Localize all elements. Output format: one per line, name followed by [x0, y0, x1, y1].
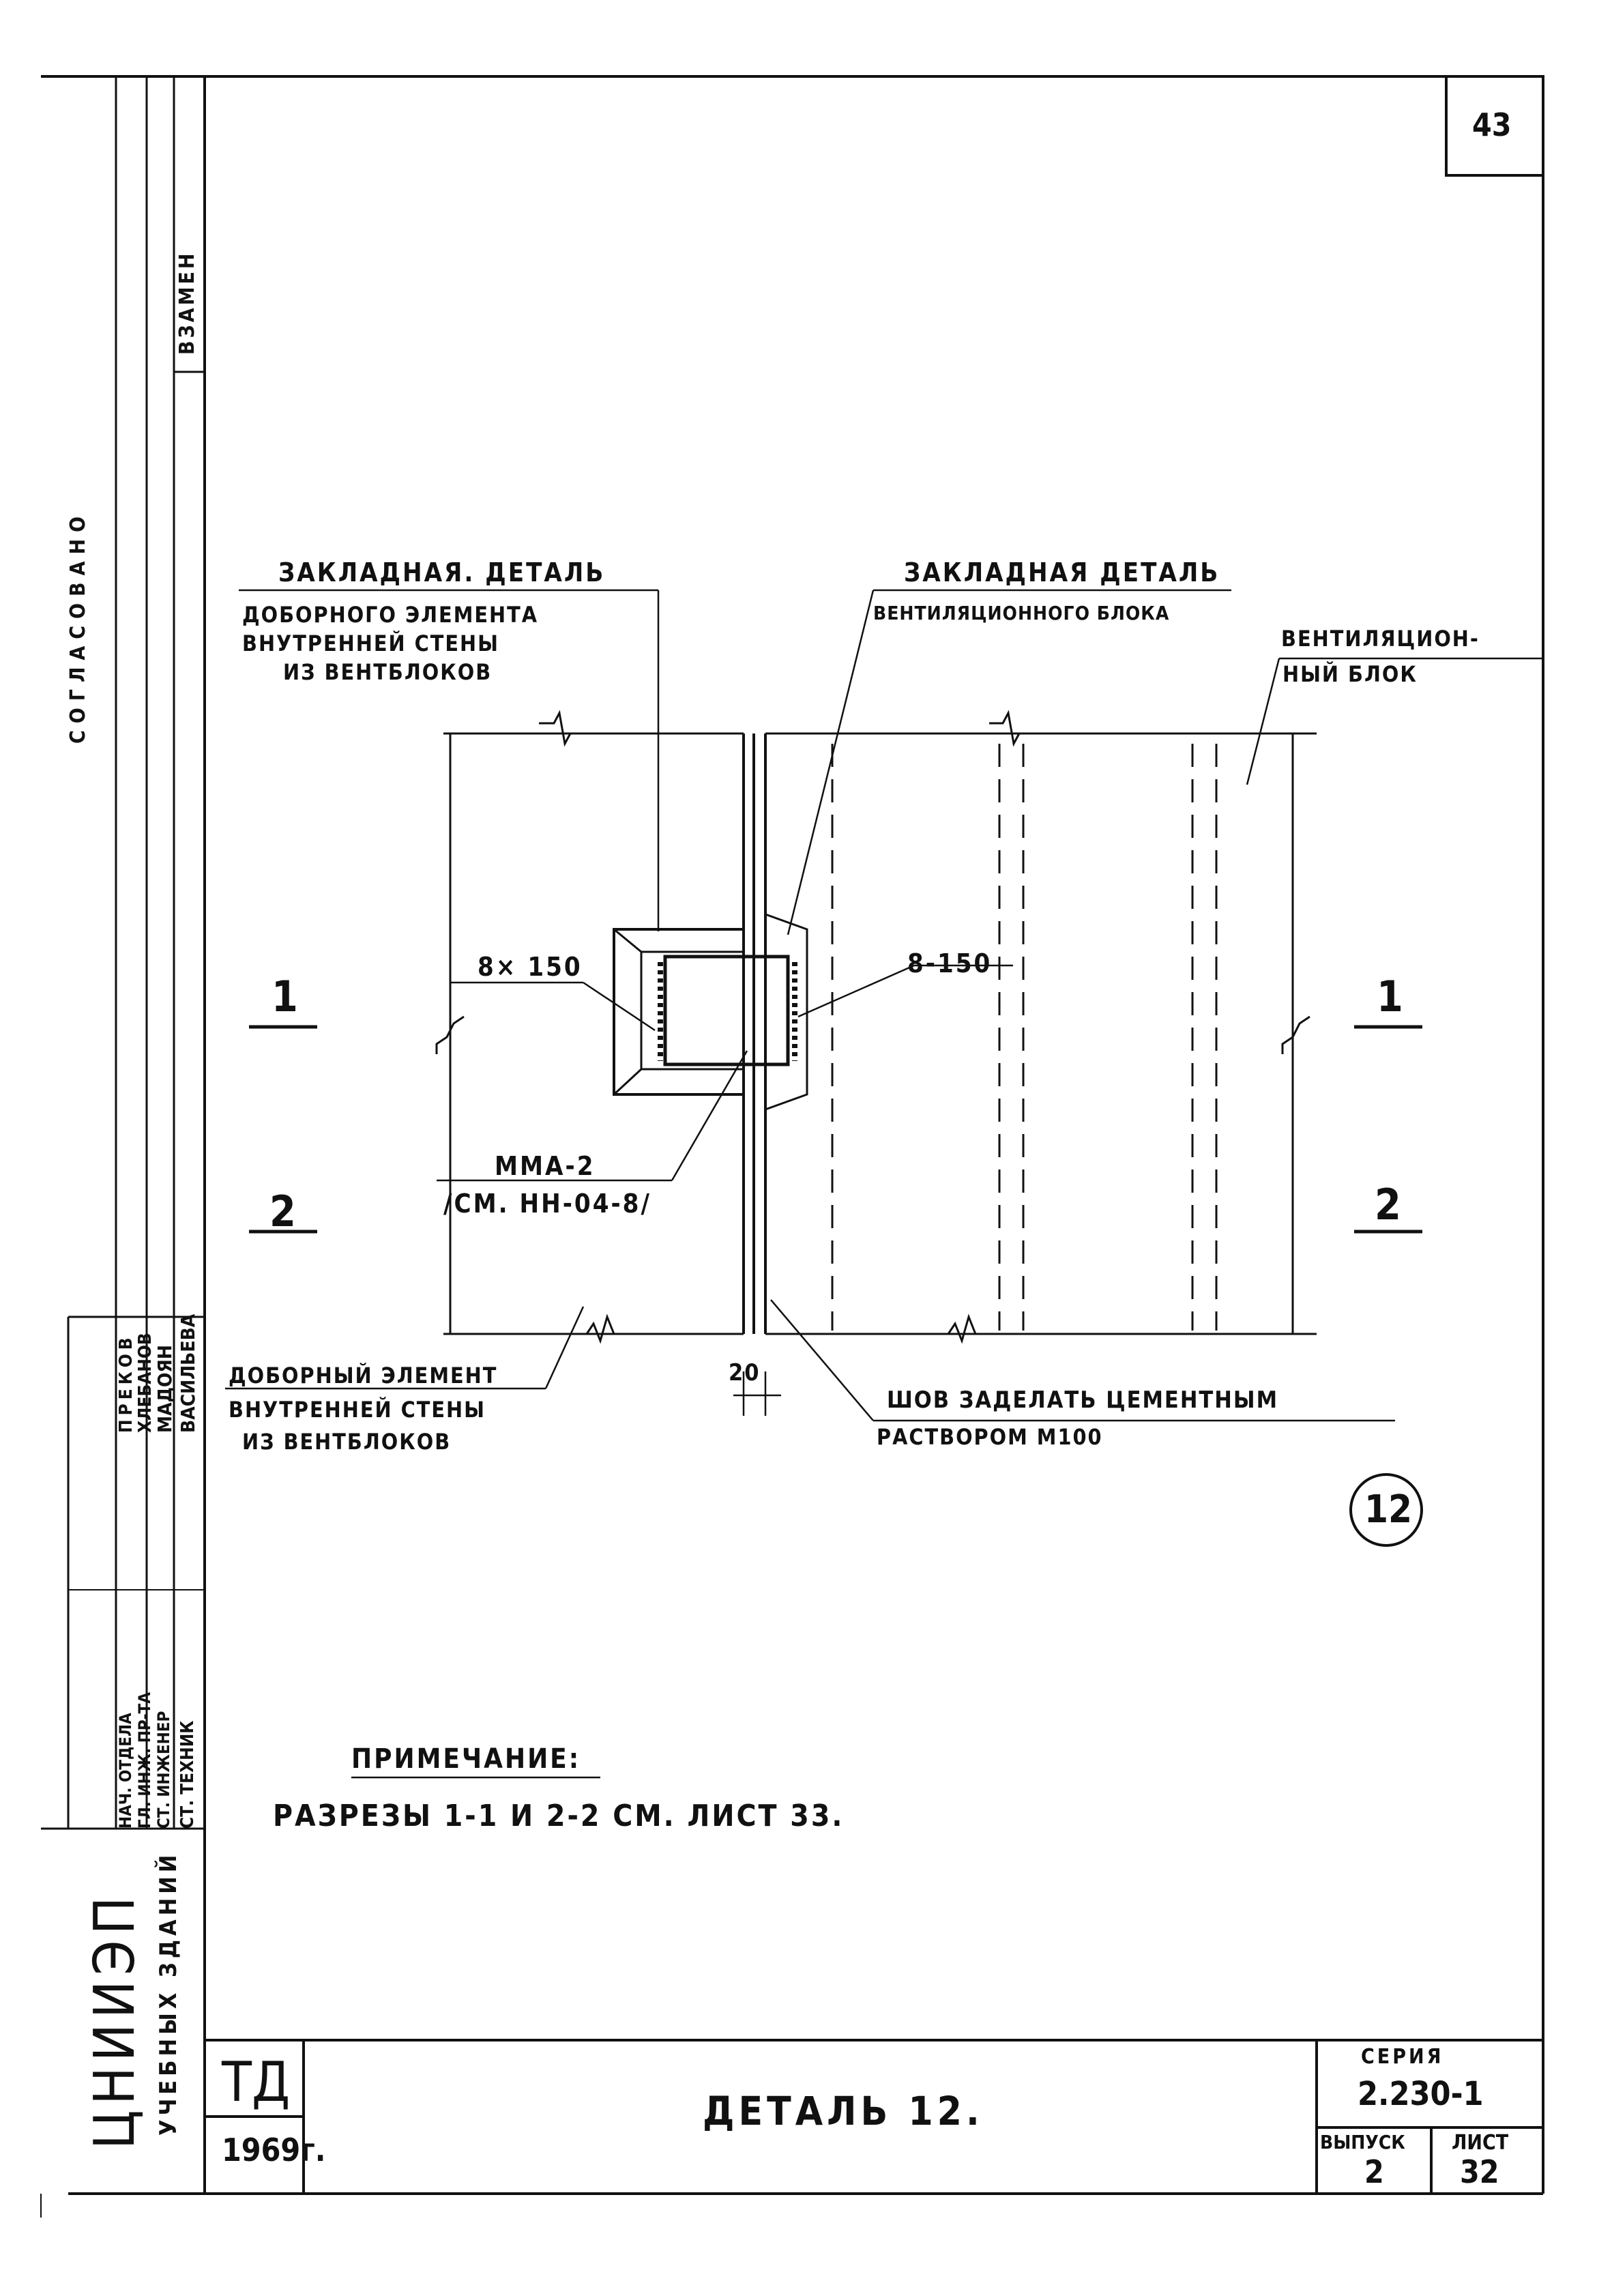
mma-plate — [663, 955, 790, 1066]
sig-name-1: ПРЕКОВ — [116, 1333, 136, 1433]
sig-role-1: НАЧ. ОТДЕЛА — [116, 1713, 135, 1829]
callout-top-right-2: НЫЙ БЛОК — [1283, 661, 1418, 687]
gap-dimension: 20 — [729, 1359, 761, 1386]
callout-top-left-1: ЗАКЛАДНАЯ. ДЕТАЛЬ — [278, 557, 606, 587]
callout-top-left-2: ДОБОРНОГО ЭЛЕМЕНТА — [242, 602, 539, 628]
sig-name-3: МАДОЯН — [153, 1345, 176, 1433]
vypusk-value: 2 — [1364, 2153, 1384, 2190]
section-mark-left-1: 1 — [272, 972, 298, 1021]
weld-left-label: 8× 150 — [478, 952, 583, 982]
callout-bottom-right-1: ШОВ ЗАДЕЛАТЬ ЦЕМЕНТНЫМ — [887, 1386, 1279, 1414]
sheet-number: 43 — [1472, 106, 1512, 143]
weld-right-label: 8-150 — [907, 948, 993, 978]
vzamen-label: ВЗАМЕН — [175, 250, 199, 355]
callout-top-left-3: ВНУТРЕННЕЙ СТЕНЫ — [242, 630, 499, 656]
title-block-td: ТД — [222, 2050, 291, 2114]
mma-ref: /СМ. НН-04-8/ — [443, 1189, 651, 1219]
list-value: 32 — [1460, 2153, 1499, 2190]
callout-bottom-right-2: РАСТВОРОМ М100 — [877, 1424, 1103, 1450]
sig-role-4: СТ. ТЕХНИК — [177, 1720, 198, 1829]
note-title: ПРИМЕЧАНИЕ: — [351, 1743, 581, 1775]
sig-name-4: ВАСИЛЬЕВА — [177, 1313, 199, 1433]
section-mark-left-2: 2 — [269, 1187, 296, 1236]
org-name: ЦНИИЭП — [83, 1891, 147, 2149]
sig-name-2: ХЛЕБАНОВ — [135, 1333, 156, 1433]
detail-marker-circle — [1349, 1473, 1423, 1547]
vypusk-label: ВЫПУСК — [1320, 2131, 1405, 2153]
callout-top-mid-1: ЗАКЛАДНАЯ ДЕТАЛЬ — [904, 557, 1220, 587]
callout-top-right-1: ВЕНТИЛЯЦИОН- — [1281, 626, 1480, 652]
mma-label: ММА-2 — [495, 1151, 596, 1181]
sig-role-2: ГЛ. ИНЖ. ПР-ТА — [135, 1692, 154, 1829]
sheet-number-box — [1445, 75, 1544, 177]
detail-marker-number: 12 — [1364, 1487, 1413, 1532]
list-label: ЛИСТ — [1452, 2131, 1509, 2155]
callout-top-mid-2: ВЕНТИЛЯЦИОННОГО БЛОКА — [873, 602, 1170, 624]
section-mark-right-2: 2 — [1375, 1180, 1401, 1230]
drawing-title: ДЕТАЛЬ 12. — [703, 2088, 984, 2134]
callout-bottom-left-2: ВНУТРЕННЕЙ СТЕНЫ — [229, 1397, 486, 1423]
seria-label: СЕРИЯ — [1361, 2045, 1444, 2069]
callout-bottom-left-1: ДОБОРНЫЙ ЭЛЕМЕНТ — [229, 1363, 498, 1389]
soglasovano-label: СОГЛАСОВАНО — [66, 510, 90, 744]
seria-value: 2.230-1 — [1358, 2075, 1484, 2113]
sig-role-3: СТ. ИНЖЕНЕР — [154, 1711, 173, 1829]
org-subtitle: УЧЕБНЫХ ЗДАНИЙ — [155, 1850, 182, 2136]
callout-top-left-4: ИЗ ВЕНТБЛОКОВ — [283, 659, 493, 685]
title-block-year: 1969г. — [222, 2132, 326, 2168]
note-text: РАЗРЕЗЫ 1-1 И 2-2 СМ. ЛИСТ 33. — [273, 1799, 845, 1833]
section-mark-right-1: 1 — [1377, 972, 1403, 1021]
callout-bottom-left-3: ИЗ ВЕНТБЛОКОВ — [242, 1429, 452, 1455]
